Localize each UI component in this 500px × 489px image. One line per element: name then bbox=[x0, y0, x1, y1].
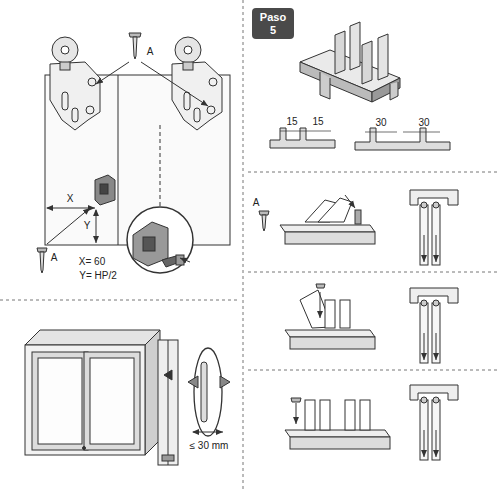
dimension-value: 30 bbox=[375, 118, 386, 128]
dimension-label: X bbox=[67, 194, 74, 204]
callout-letter: A bbox=[147, 47, 154, 57]
callout-letter: A bbox=[253, 198, 260, 208]
callout-letter: A bbox=[51, 253, 58, 263]
dimension-value: 15 bbox=[312, 117, 323, 127]
dimension-note: ≤ 30 mm bbox=[189, 441, 230, 451]
step-badge: Paso 5 bbox=[252, 8, 294, 39]
dimension-note: Y= HP/2 bbox=[79, 271, 117, 281]
dimension-value: 30 bbox=[418, 118, 429, 128]
step-text: Paso 5 bbox=[256, 11, 290, 36]
dimension-value: 15 bbox=[286, 117, 297, 127]
dimension-note: X= 60 bbox=[79, 257, 105, 267]
dimension-label: Y bbox=[84, 221, 91, 231]
